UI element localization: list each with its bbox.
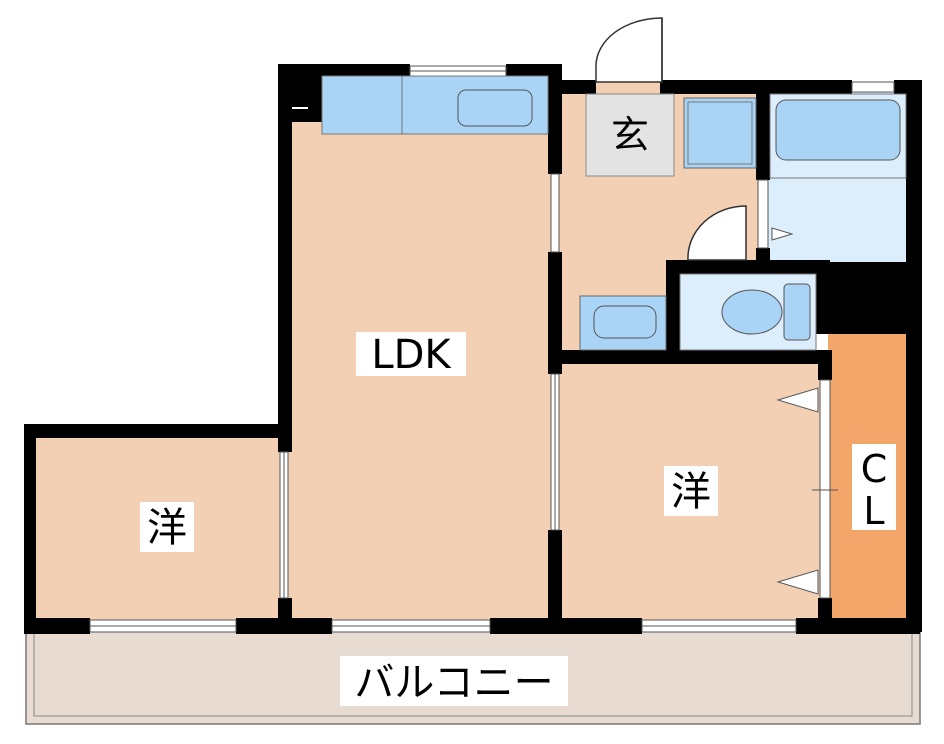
door-triangle [771, 227, 794, 241]
wall [490, 618, 642, 634]
door-triangle [776, 569, 819, 595]
label-bg-balcony [340, 656, 568, 706]
bathtub [769, 93, 907, 179]
label-ldk: LDK [371, 332, 452, 378]
wall [756, 80, 770, 180]
wall [278, 598, 292, 634]
wall [548, 530, 562, 634]
label-entrance: 玄 [611, 113, 649, 157]
window-bath-top [851, 81, 895, 93]
entrance-genkan [585, 93, 675, 177]
toilet-door [687, 205, 747, 261]
wall [24, 424, 290, 438]
washbasin-bowl [593, 305, 657, 339]
wall [818, 598, 832, 632]
wall [818, 362, 832, 380]
wall [666, 260, 830, 274]
label-bg-ldk [356, 332, 466, 376]
wall [24, 618, 90, 634]
entrance-door-swing [595, 17, 663, 83]
toilet-bowl [721, 289, 783, 335]
bathtub-inner [775, 99, 901, 161]
wall [278, 64, 292, 452]
wall [548, 350, 832, 364]
label-western-right: 洋 [671, 469, 711, 515]
washing-machine-drum [687, 101, 753, 165]
wall [666, 260, 680, 356]
wall [894, 80, 922, 94]
wall [906, 80, 922, 632]
door-triangle [776, 387, 819, 413]
toilet-door-swing [687, 205, 747, 261]
label-closet-l: L [863, 489, 884, 533]
label-western-left: 洋 [147, 505, 187, 551]
closet-door-markers [771, 227, 819, 595]
wall [796, 618, 920, 634]
wall [278, 64, 322, 122]
label-closet-c: C [861, 447, 888, 491]
toilet [679, 273, 817, 351]
walls [24, 64, 922, 634]
label-bg-western-right [664, 466, 718, 516]
label-balcony: バルコニー [354, 660, 553, 706]
wall [556, 80, 596, 94]
sliding-door-closet [819, 379, 831, 599]
wall [24, 424, 36, 634]
sliding-door-ldk-upper [550, 173, 560, 253]
room-labels: LDK 洋 洋 玄 C L バルコニー [140, 113, 896, 706]
sliding-doors [279, 173, 838, 599]
sliding-door-bath [757, 179, 769, 249]
entrance-door [595, 17, 663, 83]
kitchen-sink [457, 89, 533, 127]
kitchen-counter [321, 75, 549, 135]
washbasin [579, 295, 667, 351]
wall [548, 252, 562, 374]
kitchen-counter-left [321, 75, 403, 135]
windows [89, 65, 895, 633]
label-bg-closet [852, 444, 896, 530]
label-bg-western-left [140, 502, 194, 552]
wall [816, 262, 922, 334]
toilet-tank [783, 283, 811, 341]
